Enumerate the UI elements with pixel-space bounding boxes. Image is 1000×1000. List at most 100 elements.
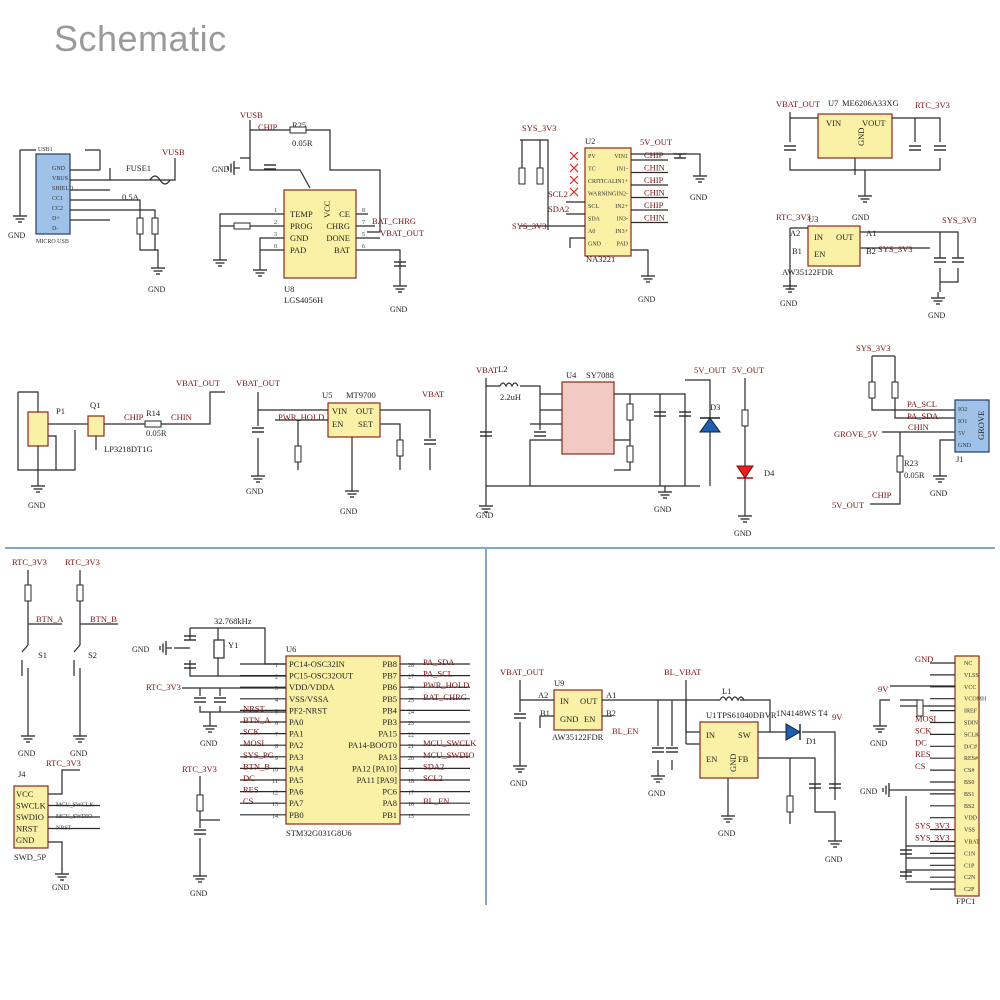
charger-pin-num: 6: [362, 244, 365, 250]
u5-ic: [327, 402, 381, 438]
u9-ic: [553, 689, 603, 731]
u5-gnd-label-2: GND: [340, 507, 358, 516]
p1-gnd-label: GND: [28, 501, 46, 510]
mcu-net-left: SYS_PG: [243, 750, 274, 760]
mcu-pin-num: 9: [275, 756, 278, 762]
btn-gnd-label-1: GND: [18, 749, 36, 758]
u3-ref: U3: [808, 214, 818, 224]
u5-gnd-label-1: GND: [246, 487, 264, 496]
mcu-gnd-label-2: GND: [190, 889, 208, 898]
u3-pin-out: OUT: [836, 232, 854, 242]
grove-connector: [954, 399, 990, 453]
mcu-pin-num: 24: [408, 709, 414, 715]
fpc-pin-label: VSS: [964, 828, 975, 834]
mcu-pin-num: 12: [272, 791, 278, 797]
d4-ref: D4: [764, 468, 775, 478]
fpc-net-label: SYS_3V3: [915, 833, 949, 843]
u3-rtc3v3-net: RTC_3V3: [776, 212, 811, 222]
charger-pin-num: 3: [274, 232, 277, 238]
u7-name: ME6206A33XG: [842, 98, 899, 108]
mcu-rtc3v3-net: RTC_3V3: [146, 682, 181, 692]
charger-vusb-net: VUSB: [240, 110, 263, 120]
charger-pin-num: 8: [362, 208, 365, 214]
mcu-net-right: PA_SDA: [423, 657, 455, 667]
fpc-pin-label: CS#: [964, 768, 974, 774]
mcu-pin-num: 19: [408, 767, 414, 773]
charger-pin-right: CE: [339, 209, 350, 219]
u2-sys3v3-net: SYS_3V3: [522, 123, 556, 133]
mcu-pin-num: 1: [275, 663, 278, 669]
mcu-net-left: SCK: [243, 727, 260, 737]
u2-scl2-net: SCL2: [548, 189, 568, 199]
mcu-net-left: NRST: [243, 703, 266, 713]
u2-net-label: CHIN: [644, 163, 665, 173]
grove-ref: J1: [956, 454, 964, 464]
u1-gnd-label-2: GND: [718, 829, 736, 838]
u2-pin-right: IN3+: [615, 229, 628, 235]
fpc-net-label: SYS_3V3: [915, 821, 949, 831]
d1-ref: D1: [806, 736, 816, 746]
fpc-net-label: DC: [915, 737, 927, 747]
mcu-pin-right: PC6: [382, 787, 397, 797]
charger-ref: U8: [284, 284, 294, 294]
fpc-gnd-label: GND: [870, 739, 888, 748]
mcu-ic: [285, 655, 401, 825]
fpc-net-label: CS: [915, 761, 926, 771]
battery-block: P1 GND Q1 LP3218DT1G R14 0.05R CHIP CHIN…: [17, 378, 225, 510]
j4-ref: J4: [18, 769, 26, 779]
u9-ball-a1: A1: [606, 690, 616, 700]
u7-rtc3v3-net: RTC_3V3: [915, 100, 950, 110]
u9-ball-b2: B2: [606, 708, 616, 718]
usb-pin-label: CC1: [52, 196, 63, 202]
mcu-pin-left: PC15-OSC32OUT: [289, 671, 354, 681]
mcu-pin-num: 26: [408, 686, 414, 692]
u5-pin-out: OUT: [356, 406, 374, 416]
u5-pwrhold-net: PWR_HOLD: [278, 412, 324, 422]
u1-name: TPS61040DBVR: [717, 710, 777, 720]
fpc-net-label: RES: [915, 749, 931, 759]
fpc-pin-label: IREF: [964, 709, 978, 715]
j4-net-label: NRST: [56, 826, 72, 832]
mcu-net-left: BTN_A: [243, 715, 271, 725]
u5-ref: U5: [322, 390, 332, 400]
fpc-gnd-label-2: GND: [860, 787, 878, 796]
u9-pin-out: OUT: [580, 696, 598, 706]
u1-ref: U1: [706, 710, 716, 720]
l1-ref: L1: [722, 686, 731, 696]
fpc-pin-label: SCLK: [964, 732, 980, 738]
mcu-pin-right: PA12 [PA10]: [352, 763, 397, 773]
mcu-net-left: DC: [243, 773, 255, 783]
u3-ball-a1: A1: [866, 228, 876, 238]
grove-pascl-net: PA_SCL: [907, 399, 937, 409]
xtal-value: 32.768kHz: [214, 616, 252, 626]
rtc-switch-block: RTC_3V3 SYS_3V3 U3 IN OUT EN A2 A1 B1 B2…: [776, 212, 976, 320]
mcu-pin-right: PB6: [382, 682, 397, 692]
l2-value: 2.2uH: [500, 392, 521, 402]
u2-net-label: CHIP: [644, 175, 664, 185]
charger-bat-chrg-net: BAT_CHRG: [372, 216, 416, 226]
u7-pin-vout: VOUT: [862, 118, 886, 128]
u1-pin-en: EN: [706, 754, 717, 764]
grove-5v-net: GROVE_5V: [834, 429, 879, 439]
u7-ref: U7: [828, 98, 838, 108]
u2-net-label: CHIP: [644, 200, 664, 210]
mcu-pin-left: PF2-NRST: [289, 705, 328, 715]
charger-pin-left: PROG: [290, 221, 313, 231]
r25-value: 0.05R: [292, 138, 313, 148]
u9-blen-net: BL_EN: [612, 726, 638, 736]
u4-vbat-net: VBAT: [476, 365, 499, 375]
u9-pin-en: EN: [584, 714, 595, 724]
u2-ic: [584, 147, 632, 257]
ldo-block: VBAT_OUT RTC_3V3 U7 ME6206A33XG VIN VOUT…: [776, 98, 950, 222]
buttons-block: RTC_3V3 RTC_3V3 S1 S2 BTN_A BTN_B GND GN…: [12, 557, 118, 758]
mcu-pin-right: PB7: [382, 671, 397, 681]
grove-name: GROVE: [976, 411, 986, 440]
page-title: Schematic: [54, 18, 227, 59]
u2-name: NA3221: [586, 254, 615, 264]
u1-gnd-label-1: GND: [648, 789, 666, 798]
mcu-net-right: PWR_HOLD: [423, 680, 469, 690]
led-5vout-net: 5V_OUT: [732, 365, 765, 375]
p1-vbatout-net: VBAT_OUT: [176, 378, 221, 388]
